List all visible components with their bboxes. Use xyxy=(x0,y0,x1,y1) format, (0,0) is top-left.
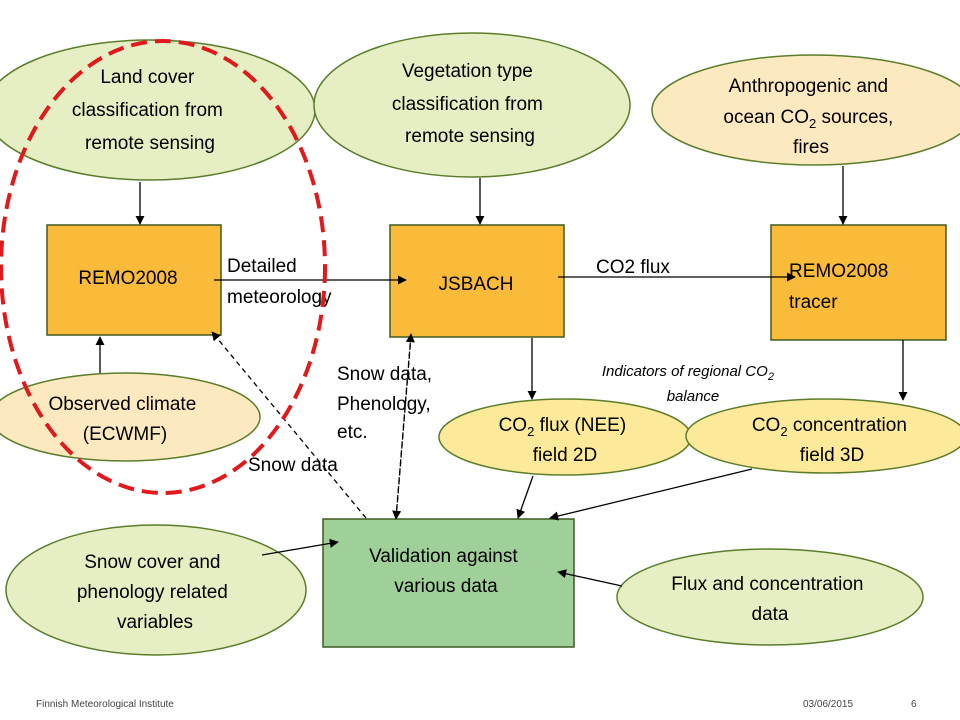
co2-flux-label: CO2 flux xyxy=(596,257,670,278)
arrow-conc-field-to-validation xyxy=(549,468,753,521)
arrow-snowcover-to-validation xyxy=(261,538,339,556)
anthropogenic-label: Anthropogenic and ocean CO2 sources, fir… xyxy=(723,76,898,158)
observed-climate-ellipse xyxy=(0,372,261,462)
validation-label: Validation against various data xyxy=(369,546,523,597)
arrow-flux-field-to-validation xyxy=(516,475,534,519)
footer-page-number: 6 xyxy=(911,699,917,710)
footer-date: 03/06/2015 xyxy=(803,699,854,710)
vegetation-type-ellipse xyxy=(313,32,631,178)
remo2008-tracer-box xyxy=(770,224,947,341)
jsbach-box xyxy=(389,224,565,338)
arrow-fluxdata-to-validation xyxy=(557,569,623,587)
flux-concentration-data-ellipse xyxy=(616,548,924,646)
co2-concentration-field-ellipse xyxy=(685,398,960,474)
detailed-meteorology-label: Detailed meteorology xyxy=(227,256,332,308)
indicators-label: Indicators of regional CO2 balance xyxy=(602,363,778,405)
jsbach-label: JSBACH xyxy=(439,274,514,295)
flux-concentration-data-label: Flux and concentration data xyxy=(671,574,869,625)
dashed-arrow-jsbach-to-validation xyxy=(392,335,412,520)
remo2008-tracer-label: REMO2008 tracer xyxy=(789,261,894,313)
footer-institute: Finnish Meteorological Institute xyxy=(36,699,174,710)
remo2008-box xyxy=(46,224,222,336)
observed-climate-label: Observed climate (ECWMF) xyxy=(48,394,201,445)
vegetation-type-label: Vegetation type classification from remo… xyxy=(392,61,548,147)
land-cover-label: Land cover classification from remote se… xyxy=(72,67,228,154)
snow-cover-ellipse xyxy=(5,524,307,656)
co2-concentration-field-label: CO2 concentration field 3D xyxy=(752,415,912,466)
highlight-dashed-ellipse xyxy=(0,39,327,495)
validation-box xyxy=(322,518,575,648)
anthropogenic-ellipse xyxy=(651,54,960,166)
remo2008-label: REMO2008 xyxy=(78,268,177,289)
snow-cover-label: Snow cover and phenology related variabl… xyxy=(77,552,233,633)
snow-data-label: Snow data xyxy=(248,455,338,476)
dashed-arrow-validation-to-remo xyxy=(211,331,367,519)
co2-flux-field-label: CO2 flux (NEE) field 2D xyxy=(499,415,632,466)
snow-phenology-label: Snow data, Phenology, etc. xyxy=(337,364,437,443)
